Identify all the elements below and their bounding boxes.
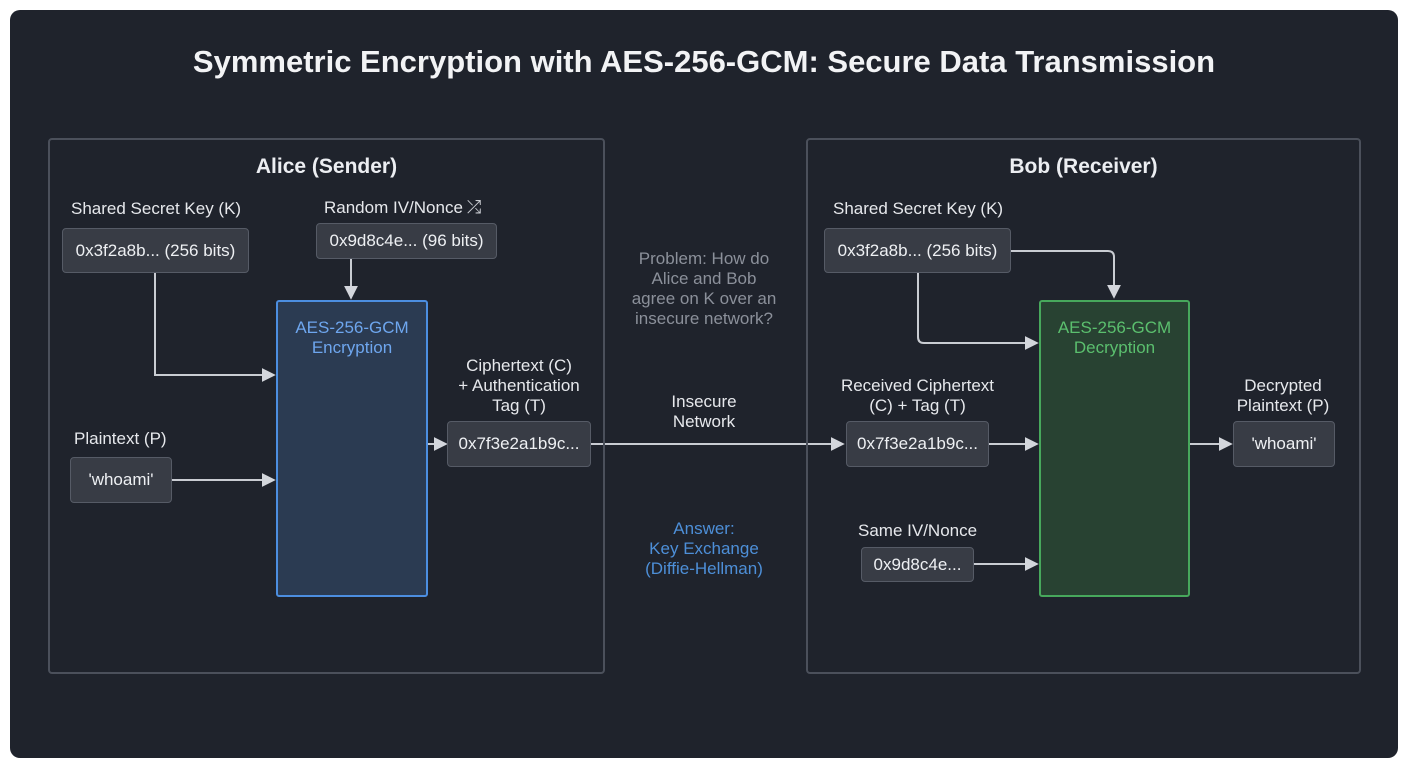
alice-key-label: Shared Secret Key (K) <box>71 199 242 218</box>
bob-output-label-line2: Plaintext (P) <box>1236 396 1330 415</box>
page-title: Symmetric Encryption with AES-256-GCM: S… <box>192 44 1216 79</box>
problem-note: Problem: How do Alice and Bob agree on K… <box>604 249 804 329</box>
alice-ciphertext-box: 0x7f3e2a1b9c... <box>447 421 591 467</box>
bob-key-value-box: 0x3f2a8b... (256 bits) <box>824 228 1011 273</box>
alice-output-label-line3: Tag (T) <box>492 396 546 415</box>
decryption-label-line2: Decryption <box>1073 338 1156 357</box>
alice-plaintext-label: Plaintext (P) <box>74 429 167 448</box>
bob-iv-label: Same IV/Nonce <box>858 521 978 540</box>
alice-panel-title: Alice (Sender) <box>255 155 398 178</box>
problem-line1: Problem: How do <box>638 249 770 268</box>
alice-output-label-line2: + Authentication <box>458 376 580 395</box>
bob-plaintext-box: 'whoami' <box>1233 421 1335 467</box>
problem-line2: Alice and Bob <box>651 269 757 288</box>
aes-encryption-block: AES-256-GCM Encryption <box>276 300 428 597</box>
alice-output-label: Ciphertext (C) + Authentication Tag (T) <box>448 356 590 416</box>
alice-output-label-line1: Ciphertext (C) <box>466 356 572 375</box>
bob-iv-value-box: 0x9d8c4e... <box>861 547 974 582</box>
answer-note: Answer: Key Exchange (Diffie-Hellman) <box>604 519 804 579</box>
bob-panel-title: Bob (Receiver) <box>1009 155 1158 178</box>
bob-received-label-line2: (C) + Tag (T) <box>869 396 966 415</box>
problem-line4: insecure network? <box>635 309 773 328</box>
insecure-network-label: Insecure Network <box>634 392 774 432</box>
encryption-label-line2: Encryption <box>311 338 393 357</box>
answer-line1: Answer: <box>673 519 735 538</box>
shuffle-icon: ⤮ <box>466 197 482 217</box>
bob-received-label: Received Ciphertext (C) + Tag (T) <box>830 376 1005 416</box>
encryption-label-line1: AES-256-GCM <box>295 318 409 337</box>
bob-panel: Bob (Receiver) <box>806 138 1361 674</box>
answer-line3: (Diffie-Hellman) <box>645 559 763 578</box>
problem-line3: agree on K over an <box>631 289 777 308</box>
bob-output-label-line1: Decrypted <box>1244 376 1322 395</box>
bob-key-label: Shared Secret Key (K) <box>833 199 1004 218</box>
network-label-line2: Network <box>672 412 736 431</box>
alice-key-value-box: 0x3f2a8b... (256 bits) <box>62 228 249 273</box>
bob-output-label: Decrypted Plaintext (P) <box>1223 376 1343 416</box>
bob-received-label-line1: Received Ciphertext <box>840 376 995 395</box>
alice-panel: Alice (Sender) <box>48 138 605 674</box>
decryption-label-line1: AES-256-GCM <box>1057 318 1172 337</box>
alice-iv-value-box: 0x9d8c4e... (96 bits) <box>316 223 497 259</box>
alice-iv-label: Random IV/Nonce⤮ <box>324 197 481 218</box>
bob-ciphertext-box: 0x7f3e2a1b9c... <box>846 421 989 467</box>
alice-iv-label-text: Random IV/Nonce <box>324 198 463 217</box>
aes-decryption-block: AES-256-GCM Decryption <box>1039 300 1190 597</box>
answer-line2: Key Exchange <box>649 539 759 558</box>
alice-plaintext-value-box: 'whoami' <box>70 457 172 503</box>
network-label-line1: Insecure <box>671 392 737 411</box>
